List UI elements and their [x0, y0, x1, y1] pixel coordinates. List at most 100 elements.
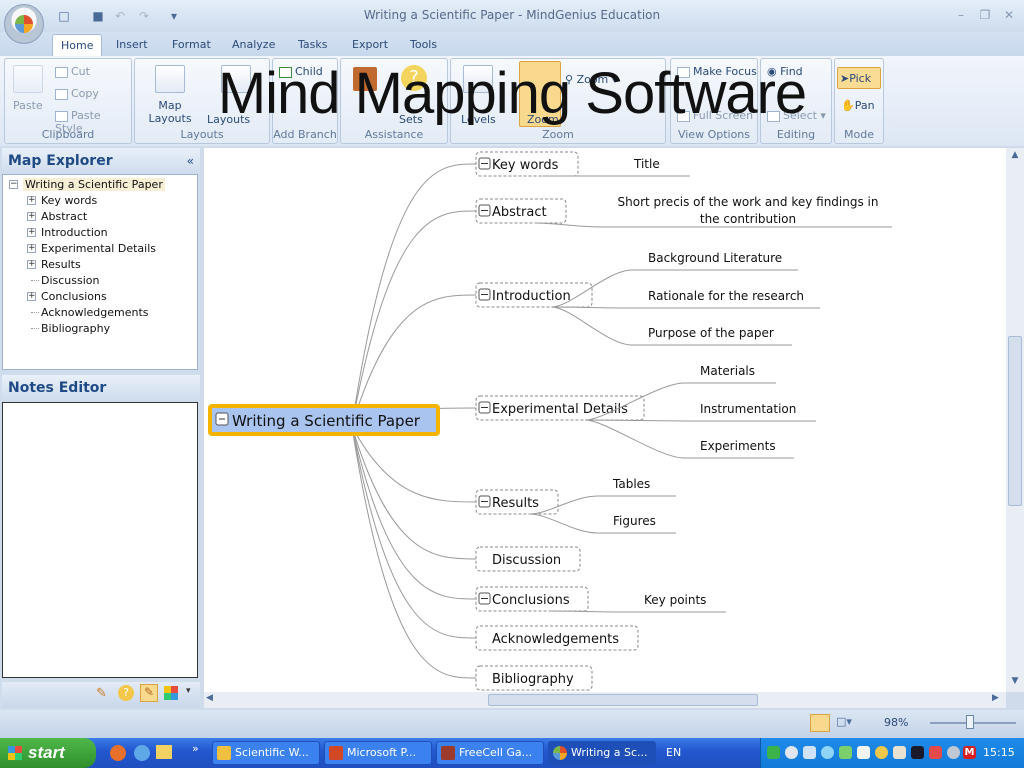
display-levels-button[interactable]: Levels [461, 113, 496, 126]
tab-analyze[interactable]: Analyze [232, 38, 276, 51]
tree-item[interactable]: Abstract [41, 210, 88, 223]
pick-button[interactable]: ➤Pick [837, 67, 881, 89]
scroll-down-icon[interactable]: ▼ [1011, 676, 1019, 686]
more-quicklaunch-icon[interactable]: » [192, 742, 199, 755]
tray-app-icon-9[interactable] [911, 746, 924, 759]
zoom-dropdown[interactable]: ⚲ Zoom ▾ [565, 73, 618, 86]
paste-button[interactable]: Paste [13, 99, 43, 112]
close-button[interactable]: ✕ [1003, 8, 1015, 22]
tray-app-icon-8[interactable] [893, 746, 906, 759]
tree-expand-icon[interactable]: + [27, 243, 36, 253]
grid-view-icon[interactable] [164, 686, 178, 700]
notes-editor-area[interactable] [2, 402, 198, 678]
tray-app-icon-11[interactable] [947, 746, 960, 759]
undo-icon[interactable]: ↶ [114, 9, 126, 23]
scroll-right-icon[interactable]: ▶ [992, 693, 999, 703]
branch-node[interactable] [475, 151, 579, 177]
pencil-icon[interactable]: ✎ [96, 686, 107, 701]
internet-explorer-icon[interactable] [134, 745, 150, 761]
zoom-options-icon[interactable]: □▾ [836, 715, 852, 728]
tree-item[interactable]: Conclusions [41, 290, 107, 303]
explorer-icon[interactable] [156, 745, 172, 759]
make-focus-button[interactable]: Make Focus [677, 65, 757, 78]
timeline-icon[interactable] [353, 67, 377, 91]
paste-style-button[interactable]: Paste Style [55, 109, 131, 135]
tree-item[interactable]: Acknowledgements [41, 306, 149, 319]
tab-tasks[interactable]: Tasks [298, 38, 328, 51]
branch-node[interactable] [475, 282, 593, 308]
branch-node[interactable] [475, 395, 645, 421]
horizontal-scrollbar[interactable]: ◀ ▶ [204, 692, 1006, 708]
full-screen-button[interactable]: Full Screen [677, 109, 753, 122]
tab-tools[interactable]: Tools [410, 38, 438, 51]
task-powerpoint[interactable]: Microsoft P... [324, 741, 432, 765]
branch-node[interactable] [475, 625, 639, 651]
tree-item[interactable]: Results [41, 258, 81, 271]
tab-export[interactable]: Export [352, 38, 389, 51]
question-icon[interactable]: ? [401, 65, 427, 91]
child-button[interactable]: Child [279, 65, 323, 78]
vertical-scroll-thumb[interactable] [1008, 336, 1022, 506]
map-layouts-button[interactable]: Map Layouts [148, 99, 192, 125]
find-button[interactable]: ◉ Find [767, 65, 803, 78]
scroll-up-icon[interactable]: ▲ [1011, 150, 1019, 160]
copy-button[interactable]: Copy [55, 87, 99, 100]
tree-collapse-icon[interactable]: − [9, 179, 18, 189]
tree-item[interactable]: Introduction [41, 226, 108, 239]
tree-item[interactable]: Bibliography [41, 322, 111, 335]
customize-toolbar-icon[interactable]: ▾ [170, 9, 178, 23]
tab-format[interactable]: Format [172, 38, 211, 51]
redo-icon[interactable]: ↷ [138, 9, 150, 23]
zoom-slider-handle[interactable] [966, 715, 974, 729]
tray-app-icon-10[interactable] [929, 746, 942, 759]
pan-button[interactable]: ✋Pan [841, 99, 875, 112]
restore-button[interactable]: ❐ [979, 8, 991, 22]
toolbar-options-icon[interactable]: ▾ [186, 686, 191, 696]
tray-app-icon-6[interactable] [857, 746, 870, 759]
branch-node[interactable] [475, 586, 589, 612]
branch-node[interactable] [475, 198, 567, 224]
language-indicator[interactable]: EN [666, 746, 682, 759]
tray-app-icon-2[interactable] [785, 746, 798, 759]
tree-item[interactable]: Key words [41, 194, 98, 207]
new-document-icon[interactable]: □ [58, 9, 70, 23]
tray-m-icon[interactable]: M [963, 746, 976, 759]
highlighter-icon[interactable]: ✎ [140, 684, 158, 702]
tree-item[interactable]: Experimental Details [41, 242, 156, 255]
question-sets-button[interactable]: Sets [399, 113, 423, 126]
office-button[interactable] [4, 4, 44, 44]
branch-node[interactable] [475, 489, 559, 515]
branch-node[interactable] [475, 546, 581, 572]
tree-expand-icon[interactable]: + [27, 195, 36, 205]
start-button[interactable]: start [0, 738, 96, 768]
fit-to-window-icon[interactable] [810, 714, 830, 732]
tree-expand-icon[interactable]: + [27, 211, 36, 221]
collapse-panel-icon[interactable]: « [186, 154, 194, 168]
task-scientific[interactable]: Scientific W... [212, 741, 320, 765]
auto-zoom-button[interactable] [519, 61, 561, 127]
branch-node[interactable] [475, 665, 593, 691]
tray-app-icon-3[interactable] [803, 746, 816, 759]
save-icon[interactable]: ■ [92, 9, 104, 23]
tray-app-icon-7[interactable] [875, 746, 888, 759]
cut-button[interactable]: Cut [55, 65, 90, 78]
help-icon[interactable]: ? [118, 685, 134, 701]
tray-app-icon-1[interactable] [767, 746, 780, 759]
vertical-scrollbar[interactable]: ▲ ▼ [1006, 148, 1024, 692]
tray-app-icon-4[interactable] [821, 746, 834, 759]
task-mindgenius[interactable]: Writing a Sc... [548, 741, 656, 765]
tab-home[interactable]: Home [52, 34, 103, 56]
tab-insert[interactable]: Insert [116, 38, 148, 51]
task-freecell[interactable]: FreeCell Ga... [436, 741, 544, 765]
select-button[interactable]: Select ▾ [767, 109, 826, 122]
horizontal-scroll-thumb[interactable] [488, 694, 758, 706]
minimize-button[interactable]: – [958, 8, 964, 22]
scroll-left-icon[interactable]: ◀ [206, 693, 213, 703]
tree-root[interactable]: Writing a Scientific Paper [23, 178, 165, 191]
tree-expand-icon[interactable]: + [27, 291, 36, 301]
firefox-icon[interactable] [110, 745, 126, 761]
root-node[interactable] [212, 408, 436, 432]
branch-layouts-button[interactable]: Layouts [207, 113, 251, 126]
